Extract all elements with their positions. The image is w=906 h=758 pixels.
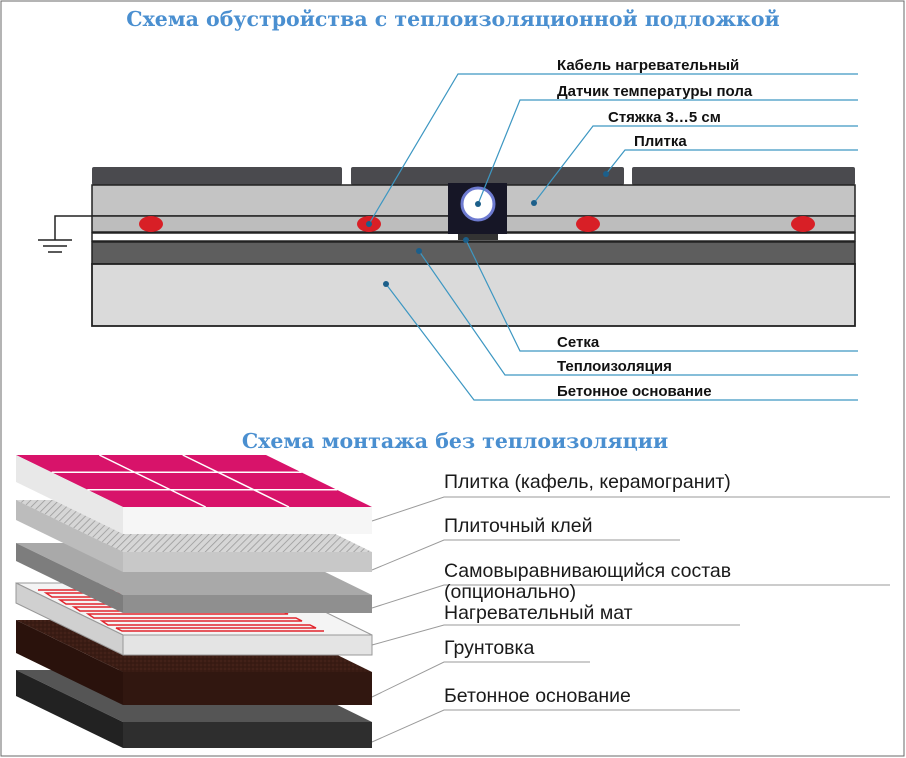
bottom-title: Схема монтажа без теплоизоляции (242, 429, 668, 453)
adhesive-front (123, 552, 372, 572)
label-floor-sensor: Датчик температуры пола (557, 83, 753, 100)
tile-layer-front (123, 507, 372, 534)
primer-front (123, 672, 372, 705)
label-heating-cable: Кабель нагревательный (557, 57, 739, 74)
bottom-exploded-layers (15, 454, 373, 748)
leveler-side (16, 543, 123, 613)
concrete-base-front (123, 722, 372, 748)
top-cross-section (38, 167, 856, 327)
tile-grid (51, 454, 338, 508)
label-self-leveler: Самовыравнивающийся состав (444, 560, 731, 582)
label-self-leveler-optional: (опционально) (444, 581, 576, 603)
tile-layer-side (16, 455, 123, 534)
heating-cable-dot (139, 216, 163, 232)
sensor-base (458, 234, 498, 240)
label-screed: Стяжка 3…5 см (608, 109, 721, 126)
primer-side (16, 620, 123, 705)
label-tile-bottom: Плитка (кафель, керамогранит) (444, 471, 731, 493)
tile-layer-top (16, 455, 372, 507)
heating-cable-dot (576, 216, 600, 232)
tile-segment (92, 167, 342, 185)
tile-segment (351, 167, 624, 185)
ground-icon (38, 215, 92, 253)
bottom-leader-lines (371, 496, 890, 743)
label-mesh: Сетка (557, 334, 600, 351)
concrete-layer (91, 263, 856, 327)
leveler-front (123, 595, 372, 613)
label-tile-adhesive: Плиточный клей (444, 515, 593, 537)
label-concrete-bottom: Бетонное основание (444, 685, 631, 707)
label-heating-mat: Нагревательный мат (444, 602, 633, 624)
label-tile-top: Плитка (634, 133, 687, 150)
top-leader-lines (368, 73, 858, 401)
label-primer: Грунтовка (444, 637, 534, 659)
label-insulation: Теплоизоляция (557, 358, 672, 375)
concrete-base-side (16, 670, 123, 748)
top-title: Схема обустройства с теплоизоляционной п… (126, 7, 779, 31)
label-concrete-top: Бетонное основание (557, 383, 712, 400)
heating-mat-front (122, 634, 373, 656)
top-leader-dots (366, 171, 609, 287)
tile-segment (632, 167, 855, 185)
adhesive-side (16, 500, 123, 572)
insulation-layer (91, 241, 856, 265)
heating-cable-dot (791, 216, 815, 232)
